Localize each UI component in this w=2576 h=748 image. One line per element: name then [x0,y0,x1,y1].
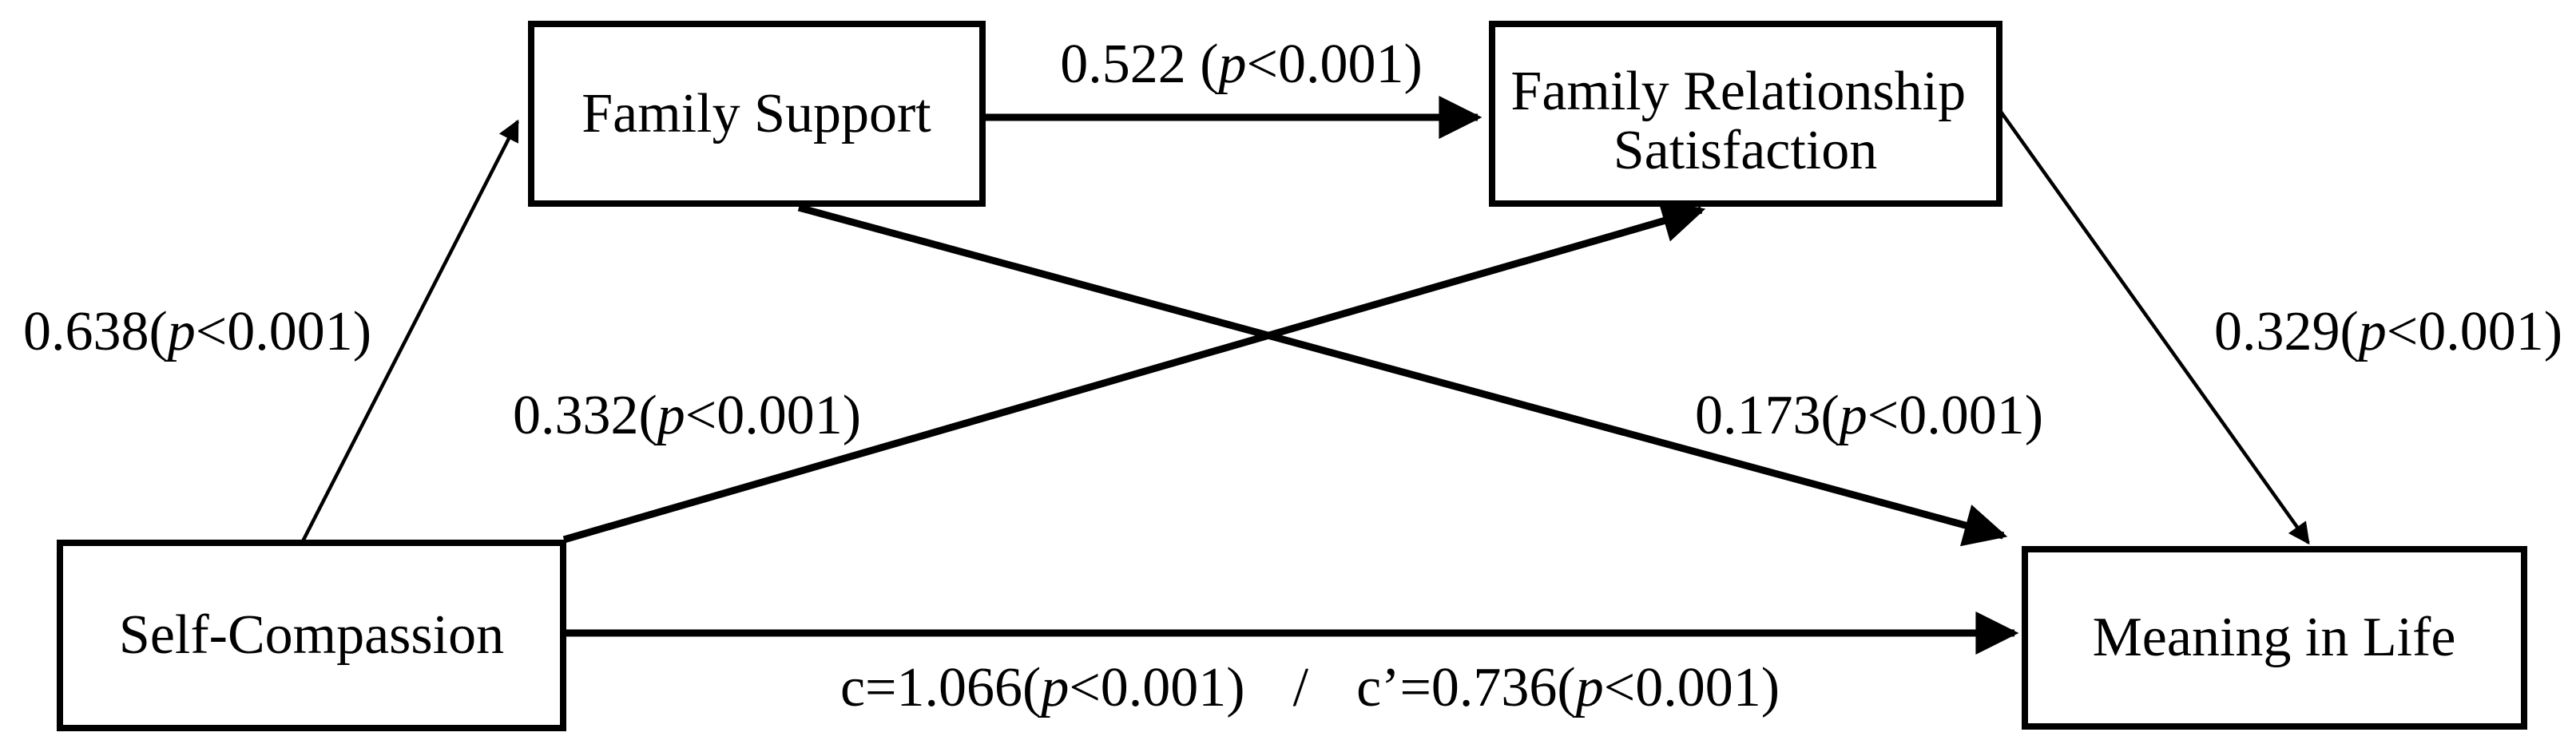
direct-separator: / [1293,657,1309,718]
coefficient-label-fs-to-frs: 0.522 (p<0.001) [1060,34,1423,95]
coefficient-label-frs-to-mil: 0.329(p<0.001) [2214,301,2562,362]
frs-label-line-2: Satisfaction [1613,120,1877,181]
coef-frs-mil-value: 0.329( [2214,301,2359,362]
arrow-family-relationship-satisfaction-to-meaning-in-life [1999,110,2310,545]
coef-fs-frs-p: p [1215,34,1247,95]
family-support-label: Family Support [581,83,931,144]
coef-frs-mil-sig: <0.001) [2387,301,2562,362]
coef-sc-fs-sig: <0.001) [196,301,371,362]
family-relationship-satisfaction-box [1489,21,2002,207]
coefficient-label-sc-to-frs: 0.332(p<0.001) [513,385,861,446]
coefficient-label-fs-to-mil: 0.173(p<0.001) [1695,385,2043,446]
coef-fs-mil-value: 0.173( [1695,385,1840,446]
frs-label-line-1: Family Relationship [1510,61,1966,122]
coef-fs-frs-sig: <0.001) [1247,34,1423,95]
coef-sc-frs-value: 0.332( [513,385,657,446]
self-compassion-box [57,540,566,731]
arrow-self-compassion-to-family-support [300,119,520,544]
direct-cprime-p: p [1572,657,1604,718]
meaning-in-life-label: Meaning in Life [2093,607,2456,668]
meaning-in-life-box [2022,546,2527,730]
coef-fs-mil-sig: <0.001) [1868,385,2043,446]
family-support-box [528,21,986,207]
arrow-self-compassion-to-family-relationship-satisfaction [562,200,1706,544]
coef-fs-mil-p: p [1836,385,1868,446]
coef-fs-frs-value: 0.522 ( [1060,34,1218,95]
direct-cprime-value: c’=0.736( [1356,657,1576,718]
coef-sc-fs-p: p [164,301,196,362]
coefficient-label-direct-effect: c=1.066(p<0.001)/c’=0.736(p<0.001) [840,657,1780,718]
direct-cprime-sig: <0.001) [1604,657,1780,718]
family-relationship-satisfaction-label: Family Relationship Satisfaction [1510,61,1979,181]
self-compassion-label: Self-Compassion [119,604,504,666]
coef-frs-mil-p: p [2355,301,2387,362]
coef-sc-fs-value: 0.638( [23,301,168,362]
coef-sc-frs-p: p [653,385,685,446]
coef-sc-frs-sig: <0.001) [685,385,861,446]
direct-c-p: p [1037,657,1069,718]
coefficient-label-sc-to-fs: 0.638(p<0.001) [23,301,371,362]
direct-c-sig: <0.001) [1069,657,1244,718]
arrow-family-support-to-meaning-in-life [797,204,2008,547]
direct-c-value: c=1.066( [840,657,1041,718]
